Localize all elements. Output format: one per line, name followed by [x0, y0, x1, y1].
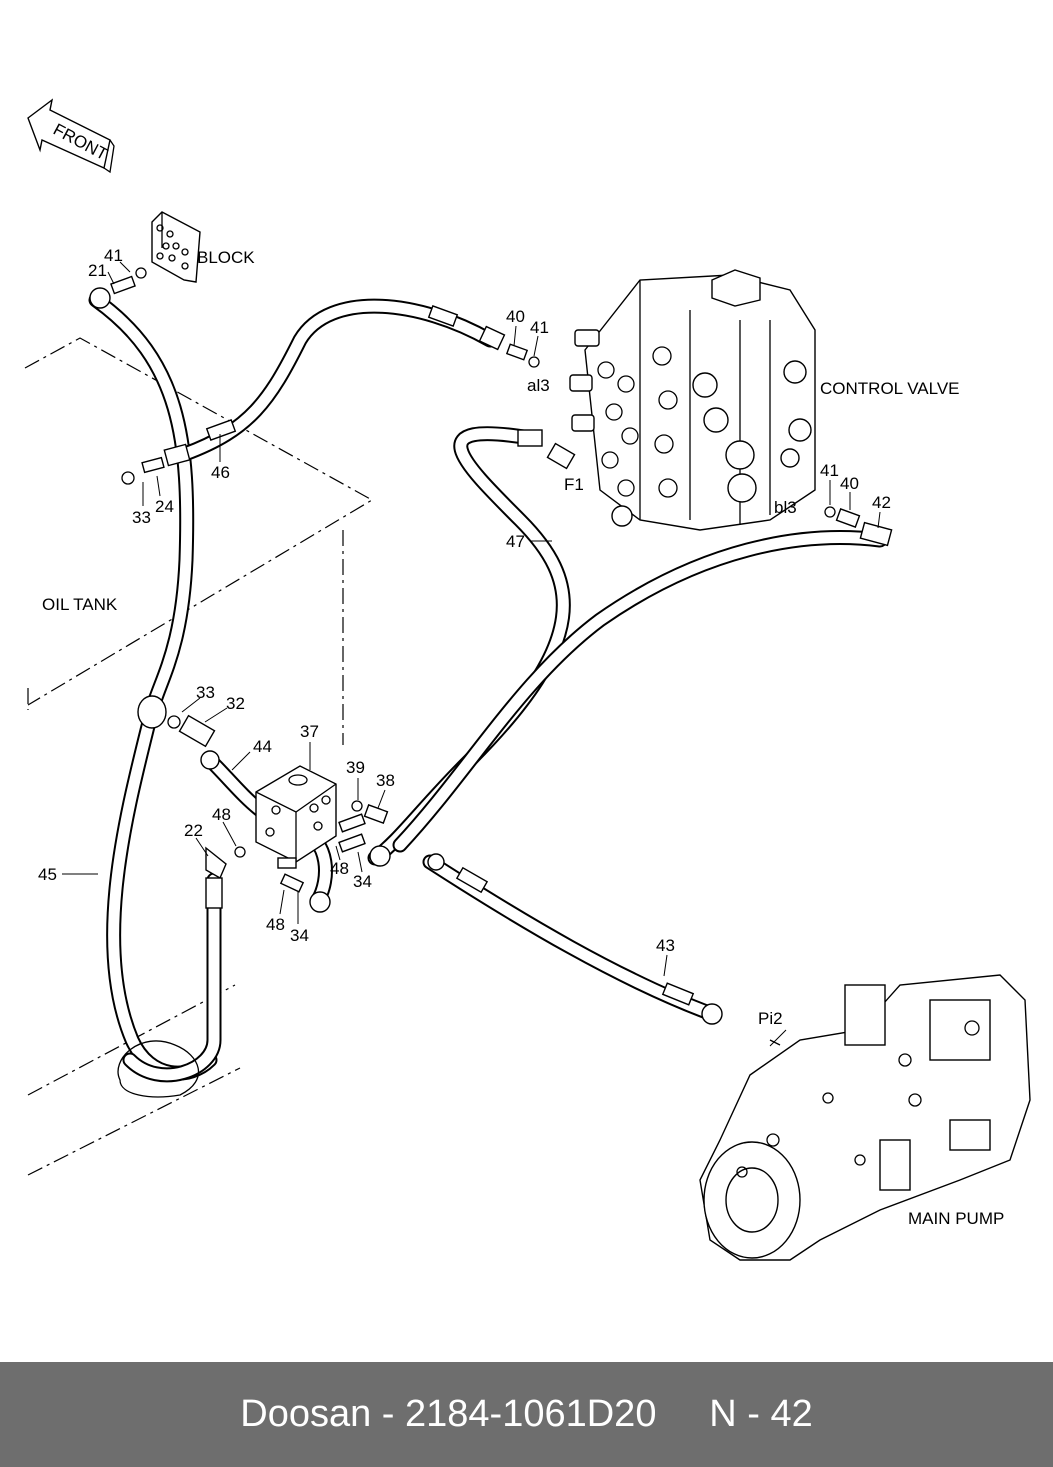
- port-f1: F1: [564, 475, 584, 494]
- callout-41: 41: [820, 461, 839, 480]
- hose-42: [392, 530, 888, 853]
- callout-33: 33: [196, 683, 215, 702]
- callout-34: 34: [290, 926, 309, 945]
- callout-43: 43: [656, 936, 675, 955]
- control-valve: CONTROL VALVE: [569, 269, 960, 531]
- fittings: [89, 267, 893, 913]
- port-al3: al3: [527, 376, 550, 395]
- callout-48: 48: [330, 859, 349, 878]
- callout-33: 33: [132, 508, 151, 527]
- hose-43: [422, 854, 723, 1025]
- callout-45: 45: [38, 865, 57, 884]
- port-bl3: bl3: [774, 498, 797, 517]
- port-pi2: Pi2: [758, 1009, 783, 1028]
- callout-40: 40: [840, 474, 859, 493]
- callout-34: 34: [353, 872, 372, 891]
- callout-44: 44: [253, 737, 272, 756]
- callout-38: 38: [376, 771, 395, 790]
- callout-47: 47: [506, 532, 525, 551]
- main-pump-label: MAIN PUMP: [908, 1209, 1004, 1228]
- callout-37: 37: [300, 722, 319, 741]
- manifold-block-37: [255, 765, 337, 869]
- callout-41: 41: [104, 246, 123, 265]
- oil-tank-outline: OIL TANK: [24, 337, 374, 1176]
- callout-22: 22: [184, 821, 203, 840]
- callout-46: 46: [211, 463, 230, 482]
- hose-46: [177, 298, 498, 462]
- callout-42: 42: [872, 493, 891, 512]
- hose-47: [367, 426, 571, 866]
- hydraulic-piping-diagram: FRONT OIL TANK BLOCK: [24, 98, 1031, 1261]
- callout-40: 40: [506, 307, 525, 326]
- callout-numbers: 41 21 40 41 33 24 46 47 41 40 42 33 32 4…: [38, 246, 891, 955]
- oil-tank-label: OIL TANK: [42, 595, 118, 614]
- front-direction-arrow: FRONT: [27, 98, 115, 174]
- callout-32: 32: [226, 694, 245, 713]
- hose-22-line: [117, 872, 222, 1098]
- block-component: BLOCK: [151, 211, 255, 283]
- callout-leaders: [62, 261, 881, 977]
- callout-41: 41: [530, 318, 549, 337]
- hose-45: [88, 292, 218, 1081]
- footer-banner: Doosan - 2184-1061D20 N - 42: [0, 1362, 1053, 1467]
- main-pump: MAIN PUMP: [699, 974, 1031, 1261]
- callout-48: 48: [266, 915, 285, 934]
- control-valve-label: CONTROL VALVE: [820, 379, 960, 398]
- callout-24: 24: [155, 497, 174, 516]
- callout-48: 48: [212, 805, 231, 824]
- callout-21: 21: [88, 261, 107, 280]
- block-label: BLOCK: [197, 248, 255, 267]
- footer-text: Doosan - 2184-1061D20 N - 42: [240, 1393, 813, 1435]
- callout-39: 39: [346, 758, 365, 777]
